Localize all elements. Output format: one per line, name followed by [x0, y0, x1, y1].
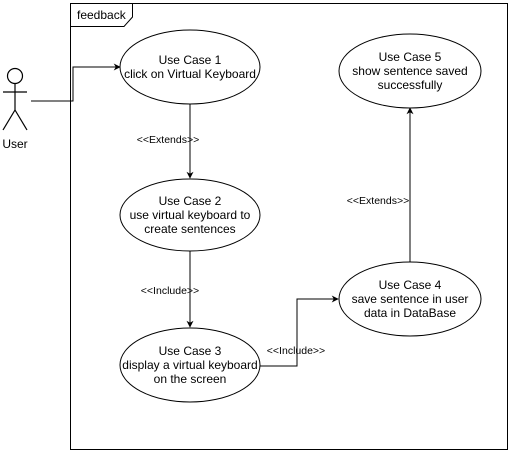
edge-uc3-uc4: [260, 295, 339, 367]
actor-head: [6, 67, 24, 85]
system-frame-border: [70, 3, 508, 450]
use-case-5-ellipse: [338, 33, 482, 109]
system-frame-tab: [70, 3, 133, 27]
use-case-3-text-line: on the screen: [154, 372, 227, 386]
use-case-2-text-line: use virtual keyboard to: [130, 208, 251, 222]
actor-left-leg: [2, 109, 16, 131]
edge-label-uc1-uc2: <<Extends>>: [137, 134, 199, 146]
actor-right-leg: [14, 109, 28, 131]
actor-user[interactable]: [2, 67, 28, 131]
edge-label-uc4-uc5: <<Extends>>: [347, 195, 409, 207]
use-case-1-text-line: Use Case 1: [159, 53, 222, 67]
actor-label: User: [2, 137, 27, 151]
use-case-5-text-line: show sentence saved: [352, 64, 467, 78]
use-case-1-ellipse: [119, 29, 261, 105]
system-frame: feedback: [70, 3, 508, 450]
use-case-5-text-line: Use Case 5: [379, 50, 442, 64]
use-case-3-text-line: display a virtual keyboard: [122, 358, 257, 372]
use-case-4-ellipse: [338, 261, 482, 337]
edge-label-uc2-uc3: <<Include>>: [141, 285, 199, 297]
use-case-4-text-line: Use Case 4: [379, 278, 442, 292]
use-case-4-text-line: save sentence in user: [352, 292, 469, 306]
use-case-2-text-line: Use Case 2: [159, 194, 222, 208]
system-frame-label: feedback: [77, 8, 127, 22]
use-case-5-text-line: successfully: [378, 78, 443, 92]
use-case-2-ellipse: [119, 178, 261, 252]
use-case-3-ellipse: [119, 327, 261, 403]
use-case-4-text-line: data in DataBase: [364, 306, 456, 320]
use-case-1-text-line: click on Virtual Keyboard: [124, 67, 256, 81]
use-case-3-text-line: Use Case 3: [159, 344, 222, 358]
use-case-2-text-line: create sentences: [144, 222, 235, 236]
edge-label-uc3-uc4: <<Include>>: [267, 345, 325, 357]
association-user-uc1: [31, 63, 121, 102]
